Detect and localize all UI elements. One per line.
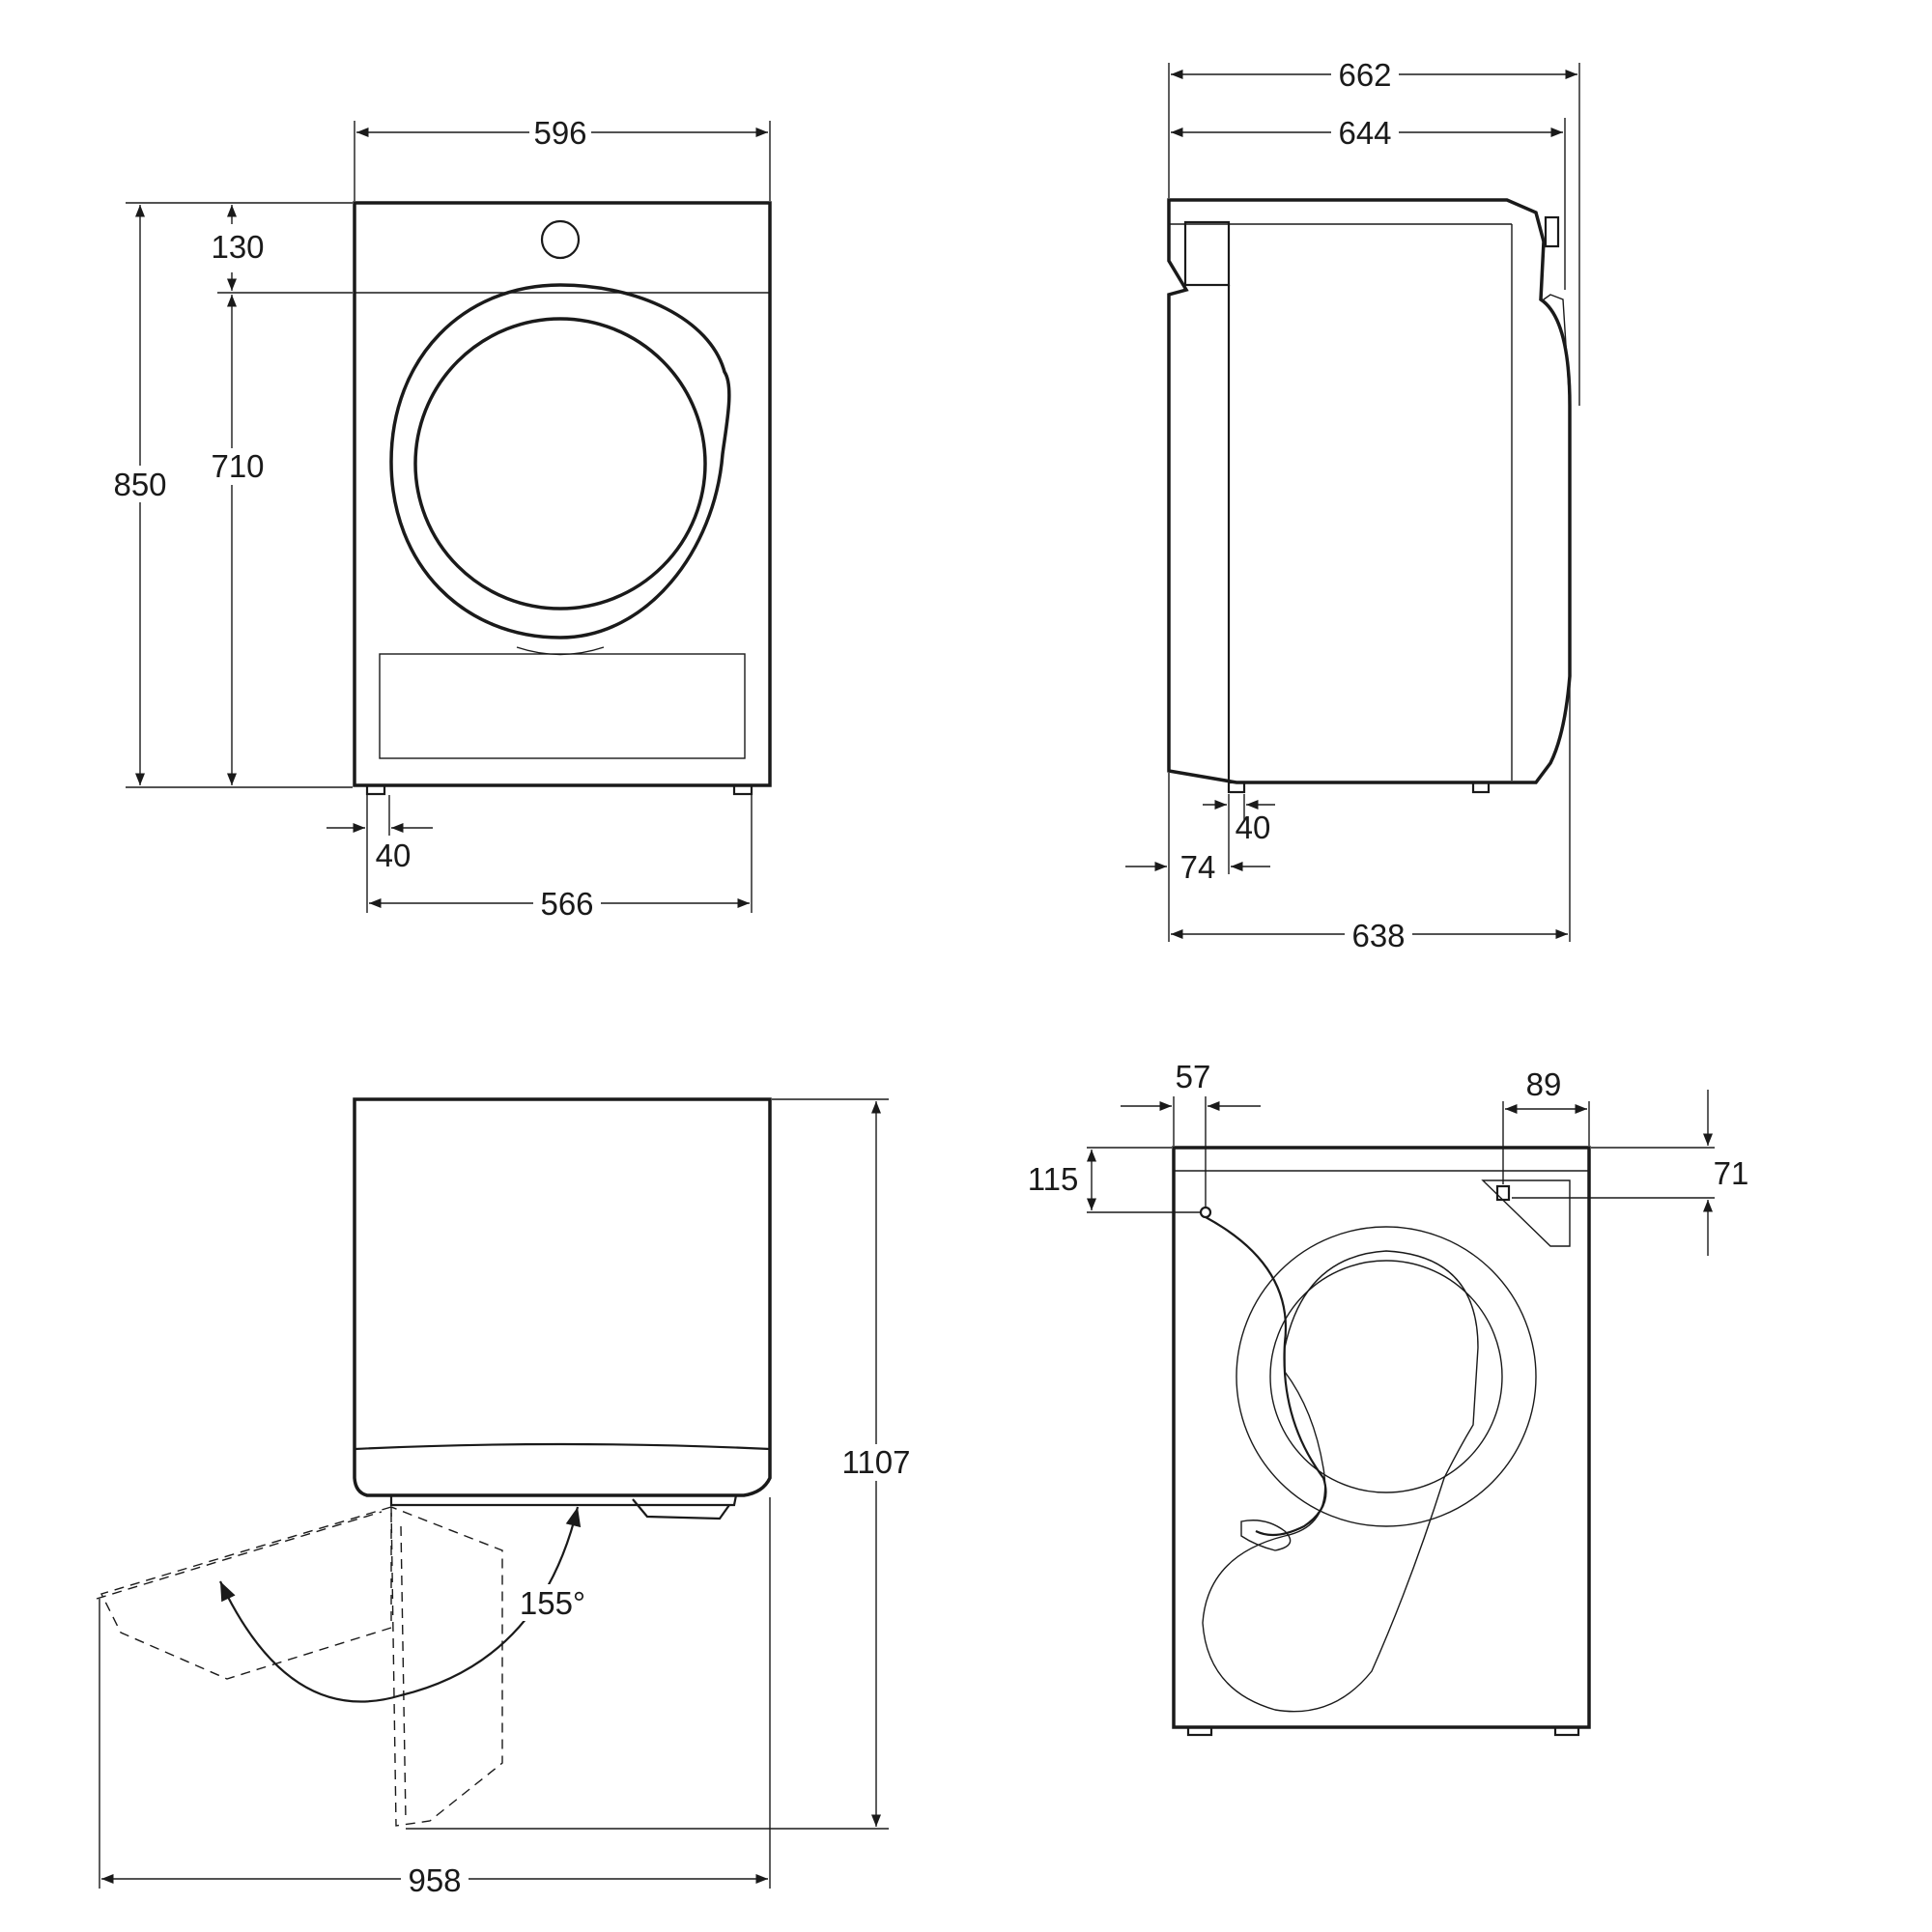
dim-rear-hose-offset-y: 71 bbox=[1714, 1155, 1749, 1191]
dim-rear-cable-offset-x: 57 bbox=[1176, 1059, 1211, 1094]
side-rear-bracket bbox=[1183, 220, 1231, 287]
rear-left-foot bbox=[1186, 1725, 1213, 1737]
rear-drum-outer bbox=[1236, 1226, 1537, 1527]
door-closed-position-dashed bbox=[390, 1505, 503, 1827]
dim-front-total-height: 850 bbox=[113, 467, 166, 502]
dim-front-panel-height: 130 bbox=[211, 229, 264, 265]
side-door-profile bbox=[1543, 294, 1571, 407]
door-glass bbox=[413, 317, 707, 611]
rear-hose-bracket bbox=[1481, 1179, 1571, 1247]
dim-rear-cable-offset-y: 115 bbox=[1028, 1161, 1079, 1197]
side-view: 662 644 40 74 638 bbox=[1125, 56, 1580, 953]
front-left-foot bbox=[365, 783, 386, 796]
door-open-inner-dashed bbox=[96, 1511, 383, 1600]
dim-width-door-open: 958 bbox=[408, 1862, 461, 1898]
door-outer-ring bbox=[389, 283, 731, 639]
top-hinge-icon bbox=[632, 1498, 730, 1520]
rear-cabinet bbox=[1172, 1146, 1591, 1729]
rear-drain-hose bbox=[1202, 1250, 1479, 1713]
front-cabinet bbox=[353, 201, 772, 787]
rear-drum-inner bbox=[1269, 1260, 1503, 1493]
dim-rear-hose-offset-x: 89 bbox=[1526, 1066, 1562, 1102]
dim-side-depth-base: 638 bbox=[1351, 918, 1405, 953]
dim-front-foot-width: 40 bbox=[376, 838, 412, 873]
side-front-foot bbox=[1471, 781, 1491, 794]
program-knob-icon bbox=[540, 219, 581, 260]
top-cabinet bbox=[353, 1097, 772, 1497]
dim-door-angle: 155° bbox=[520, 1585, 585, 1621]
dim-front-feet-span: 566 bbox=[540, 886, 593, 922]
drain-hose-connector-icon bbox=[1495, 1184, 1511, 1202]
front-right-foot bbox=[732, 783, 753, 796]
dim-side-depth: 644 bbox=[1338, 115, 1391, 151]
rear-view: 57 115 89 71 bbox=[1028, 1059, 1749, 1737]
power-cable-entry-icon bbox=[1199, 1206, 1212, 1219]
dim-side-depth-with-handle: 662 bbox=[1338, 57, 1391, 93]
door-closed-inner-dashed bbox=[400, 1525, 407, 1822]
dim-side-foot-width: 40 bbox=[1236, 810, 1271, 845]
top-door-edge bbox=[354, 1442, 771, 1451]
side-rear-foot bbox=[1227, 781, 1246, 794]
dim-side-foot-offset: 74 bbox=[1180, 849, 1216, 885]
door-open-view: 155° 1107 958 bbox=[96, 1097, 913, 1898]
door-open-position-dashed bbox=[100, 1506, 392, 1680]
side-knob-icon bbox=[1544, 215, 1560, 248]
power-cable bbox=[1205, 1216, 1327, 1537]
dim-height-with-door: 1107 bbox=[842, 1444, 911, 1480]
rear-right-foot bbox=[1553, 1725, 1580, 1737]
power-plug-icon bbox=[1240, 1520, 1292, 1551]
dim-front-body-height: 710 bbox=[211, 448, 264, 484]
dim-front-width: 596 bbox=[533, 115, 586, 151]
kickplate-panel bbox=[379, 653, 746, 759]
top-base-strip bbox=[389, 1494, 738, 1507]
front-view: 596 850 130 710 40 566 bbox=[108, 115, 772, 922]
